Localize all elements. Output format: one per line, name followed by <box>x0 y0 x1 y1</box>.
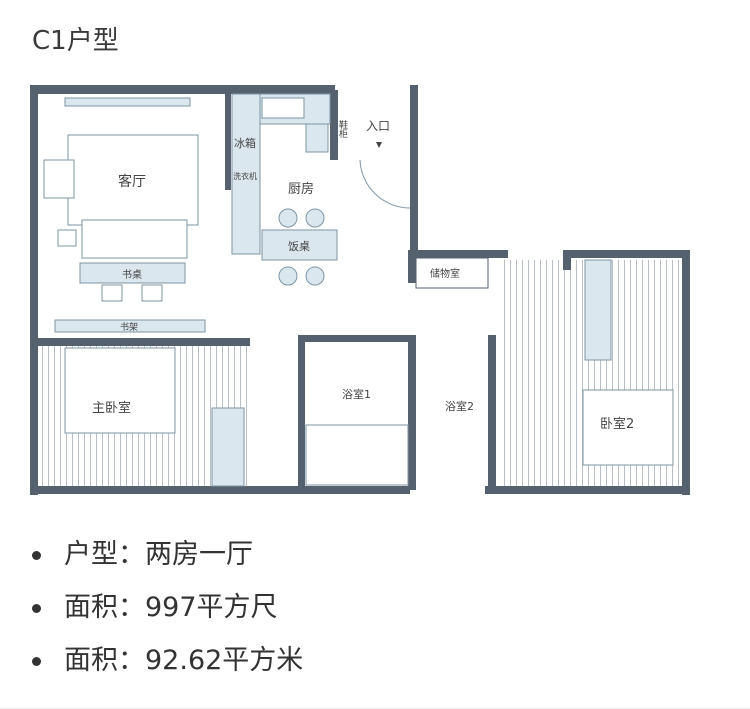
sink <box>305 123 329 153</box>
dining-table <box>261 229 338 261</box>
spec-item-layout: 户型：两房一厅 <box>28 528 303 581</box>
entrance-arrow-icon <box>376 142 382 148</box>
label-fridge: 冰箱 <box>234 136 256 150</box>
page-title: C1户型 <box>32 26 119 56</box>
label-storage: 储物室 <box>430 267 460 280</box>
master-bed <box>64 347 176 434</box>
label-desk: 书桌 <box>122 268 142 281</box>
bookshelf <box>54 319 206 333</box>
spec-item-area-sqm: 面积：92.62平方米 <box>28 634 303 687</box>
storage-room <box>415 257 489 289</box>
label-dining: 饭桌 <box>288 240 310 253</box>
dining-chair-1 <box>278 208 298 228</box>
label-entrance: 入口 <box>366 119 390 133</box>
kitchen-counter <box>231 93 261 255</box>
bedroom2-wardrobe <box>584 259 612 361</box>
dining-chair-4 <box>305 266 325 286</box>
side-lamp <box>57 229 77 247</box>
sofa <box>81 219 188 259</box>
desk-chair-1 <box>101 284 123 302</box>
floor-plan: 客厅 书桌 书架 冰箱 洗衣机 厨房 饭桌 鞋柜 入口 储物室 主卧室 浴室1 … <box>30 85 690 495</box>
label-bath1: 浴室1 <box>342 387 371 401</box>
tv-unit <box>64 97 191 107</box>
bath1-counter <box>305 424 409 486</box>
master-wardrobe <box>211 407 245 487</box>
bedroom2-bed <box>582 389 674 466</box>
spec-item-area-sqft: 面积：997平方尺 <box>28 581 303 634</box>
walls <box>30 85 690 495</box>
entrance-door-icon <box>359 159 411 209</box>
dining-chair-2 <box>305 208 325 228</box>
bullet-icon <box>32 604 41 613</box>
label-bedroom2: 卧室2 <box>600 416 634 432</box>
label-washer: 洗衣机 <box>233 171 257 181</box>
label-shelf: 书架 <box>120 322 138 333</box>
dining-chair-3 <box>278 266 298 286</box>
label-shoe: 鞋柜 <box>337 119 348 139</box>
desk-chair-2 <box>141 284 163 302</box>
bullet-icon <box>32 551 41 560</box>
label-kitchen: 厨房 <box>288 181 314 197</box>
label-living: 客厅 <box>118 173 146 190</box>
label-bath2: 浴室2 <box>445 399 474 413</box>
bullet-icon <box>32 657 41 666</box>
desk <box>79 262 186 284</box>
stove <box>261 97 305 119</box>
label-master: 主卧室 <box>92 400 131 416</box>
armchair <box>43 159 75 199</box>
spec-list: 户型：两房一厅 面积：997平方尺 面积：92.62平方米 <box>28 528 303 687</box>
